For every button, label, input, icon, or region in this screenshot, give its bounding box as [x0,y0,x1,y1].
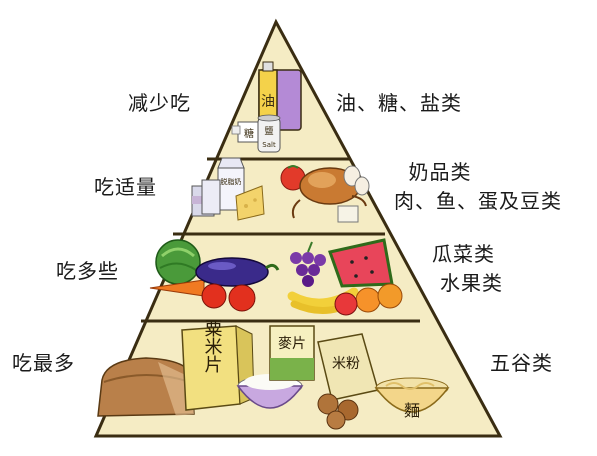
sugar-label: 糖 [244,127,254,140]
cornflakes-box-icon: 粟米片 [181,319,255,411]
salt-shaker-icon: 鹽 Salt [257,114,281,153]
tier-bottom-foods: 粟米片 麥片 米粉 麵 [97,319,450,430]
tier-upper-foods: 脱脂奶 [191,157,370,223]
milk-carton-icon: 脱脂奶 [217,157,245,211]
bread-icon [97,357,195,417]
tofu-icon [337,205,359,223]
grapes-icon [290,241,326,287]
oatmeal-box-icon: 麥片 [269,325,315,381]
tier-top-foods: 油 糖 鹽 Salt [231,61,302,153]
rice-noodle-label: 米粉 [332,356,360,372]
tier-upper-right-label-line1: 奶品类 [408,160,472,184]
eggplant-icon [195,257,280,287]
milk-carton-label: 脱脂奶 [221,177,242,186]
egg-icon [343,165,370,196]
tier-upper-right-label-line2: 肉、鱼、蛋及豆类 [394,189,562,213]
cornflakes-label: 粟米片 [202,319,223,373]
tomatoes-icon [201,283,256,312]
tier-middle-foods [149,238,403,316]
rice-noodle-pack-icon: 米粉 [317,333,379,401]
salt-label-english: Salt [262,141,276,149]
apple-icon [334,292,358,316]
tier-middle-right-label-line2: 水果类 [440,271,503,295]
orange-icon [355,283,403,313]
tier-bottom-left-label: 吃最多 [12,351,75,375]
tier-bottom-right-label: 五谷类 [490,351,553,375]
cheese-icon [235,185,265,221]
tier-middle-left-label: 吃多些 [56,259,119,283]
tier-top-right-label: 油、糖、盐类 [336,91,462,115]
rice-bowl-icon [236,374,304,409]
noodle-bowl-icon: 麵 [374,377,450,420]
salt-label-chinese: 鹽 [264,125,273,137]
tier-upper-left-label: 吃适量 [94,175,157,199]
noodle-bowl-label: 麵 [404,401,420,420]
cabbage-icon [155,239,201,285]
tier-middle-right-label-line1: 瓜菜类 [432,242,495,266]
oatmeal-label: 麥片 [278,336,306,352]
yogurt-cup-icon [191,179,221,217]
oil-can-label: 油 [261,94,275,110]
tier-top-left-label: 减少吃 [128,91,191,115]
cookies-icon [317,393,359,430]
